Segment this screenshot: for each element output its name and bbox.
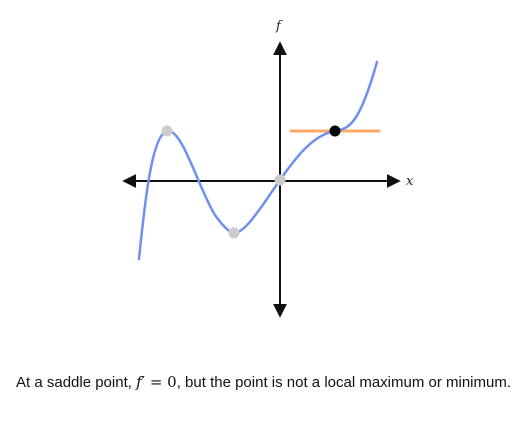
f-symbol: f	[136, 373, 142, 391]
zero-value: 0	[167, 373, 177, 391]
prime-symbol: ′	[141, 373, 146, 391]
y-axis-label: f	[275, 19, 283, 34]
local-maximum-point	[161, 125, 173, 137]
function-curve	[137, 60, 379, 261]
caption-suffix: , but the point is not a local maximum o…	[176, 374, 512, 391]
origin-point	[274, 174, 286, 186]
x-axis-label: x	[406, 174, 414, 189]
caption-prefix: At a saddle point,	[16, 374, 137, 391]
saddle-point-diagram: x f	[122, 19, 414, 318]
equals-sign: =	[145, 373, 168, 391]
saddle-point	[329, 125, 341, 137]
local-minimum-point	[228, 227, 240, 239]
caption: At a saddle point, f′ = 0, but the point…	[16, 370, 516, 395]
